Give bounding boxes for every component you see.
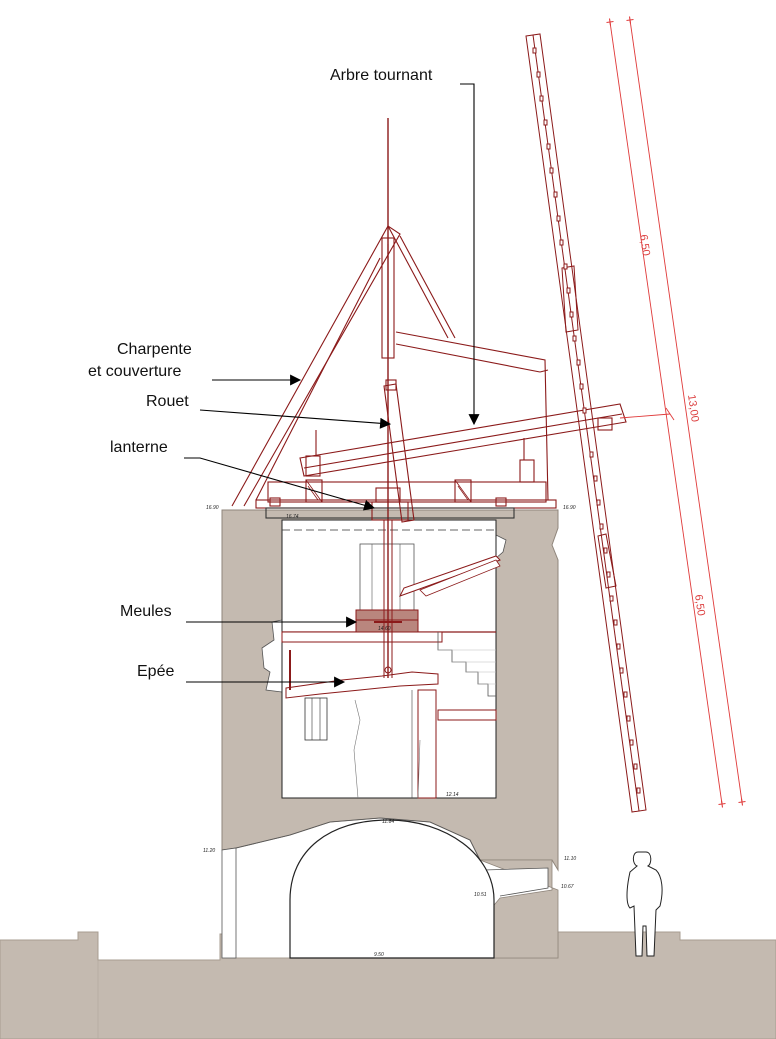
elev-ground: 9.50 bbox=[374, 952, 384, 958]
human-figure bbox=[626, 851, 663, 957]
elev-meules: 14.60 bbox=[378, 626, 391, 632]
elev-right-step1: 10.51 bbox=[474, 892, 487, 898]
epee-beam bbox=[285, 671, 439, 699]
label-meules: Meules bbox=[120, 603, 172, 620]
label-charpente-line2: et couverture bbox=[88, 363, 181, 380]
elev-inner-top: 16.74 bbox=[286, 514, 299, 520]
label-arbre-tournant: Arbre tournant bbox=[330, 67, 433, 84]
dim-lower: 6,50 bbox=[692, 594, 707, 617]
elev-vault-top: 11.84 bbox=[382, 819, 394, 825]
dim-total: 13,00 bbox=[685, 394, 701, 423]
cap-frame bbox=[231, 225, 627, 523]
label-epee: Epée bbox=[137, 663, 174, 680]
vault-arch bbox=[289, 819, 495, 959]
label-lanterne: lanterne bbox=[110, 439, 168, 456]
dim-upper: 6,50 bbox=[637, 234, 652, 257]
label-rouet: Rouet bbox=[146, 393, 189, 410]
elev-right-step2: 10.67 bbox=[561, 884, 574, 890]
dimension-lines bbox=[606, 16, 746, 808]
label-charpente-line1: Charpente bbox=[117, 341, 192, 358]
leader-lines bbox=[184, 83, 480, 688]
elev-floor: 12.14 bbox=[446, 792, 459, 798]
elev-right-mid: 11.10 bbox=[564, 856, 576, 862]
chamber-contents bbox=[281, 519, 497, 799]
elev-left-top: 16.90 bbox=[206, 505, 219, 511]
elev-right-top: 16.90 bbox=[563, 505, 576, 511]
elev-left-mid: 11.20 bbox=[203, 848, 215, 854]
